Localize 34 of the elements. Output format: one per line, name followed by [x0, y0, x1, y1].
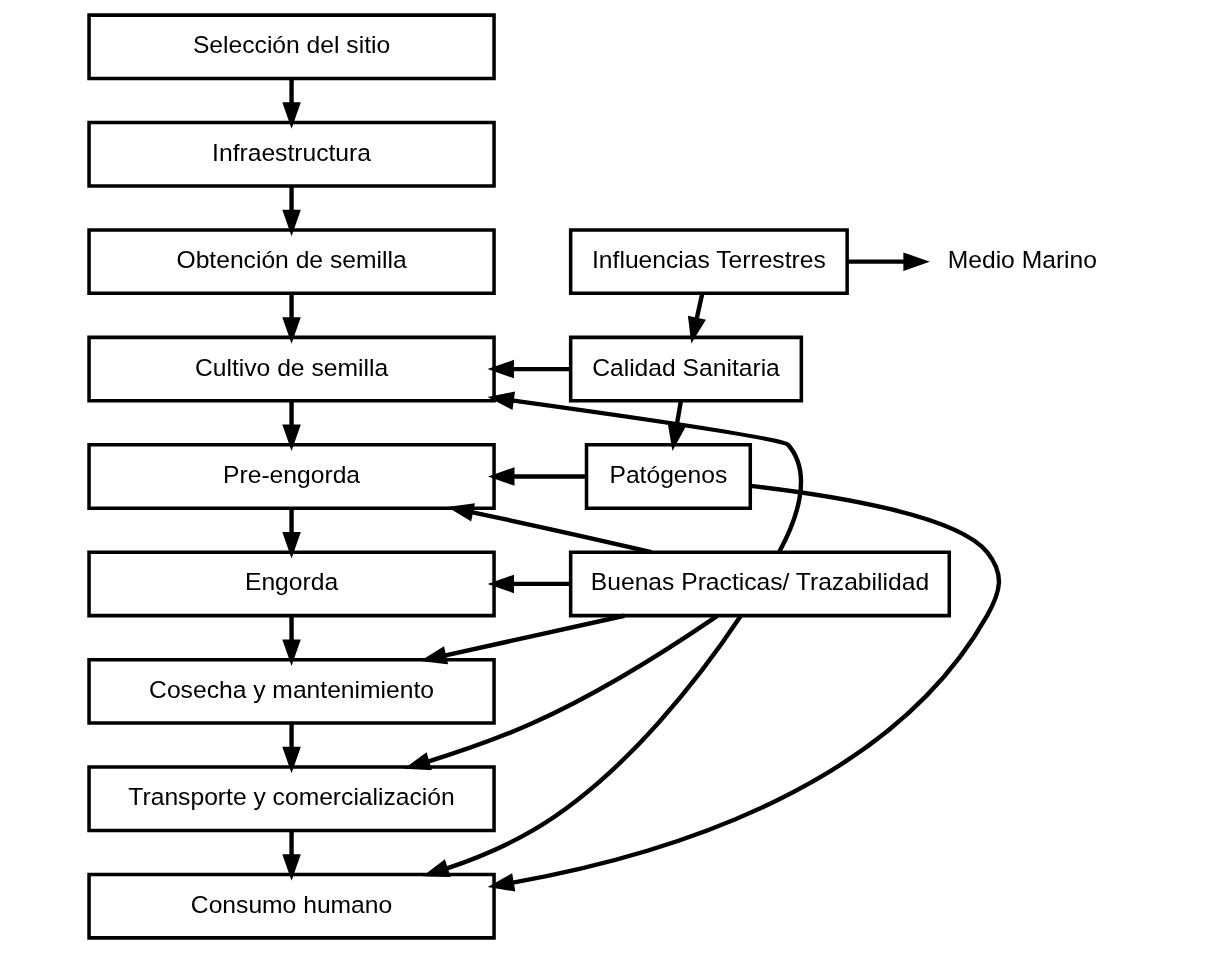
node-box: Infraestructura	[86, 120, 496, 188]
arrow	[487, 574, 570, 594]
node-box: Engorda	[86, 550, 496, 618]
arrow	[687, 293, 706, 344]
arrow	[422, 614, 743, 877]
arrow	[419, 613, 625, 665]
node-box: Cultivo de semilla	[86, 335, 496, 403]
node-text: Medio Marino	[947, 246, 1097, 274]
arrow	[403, 614, 719, 771]
node-box: Cosecha y mantenimiento	[86, 657, 496, 725]
node-box: Selección del sitio	[86, 13, 496, 81]
node-box: Calidad Sanitaria	[568, 335, 803, 403]
arrow	[487, 391, 803, 553]
arrow	[281, 508, 301, 559]
node-box: Obtención de semilla	[86, 228, 496, 296]
node-box: Influencias Terrestres	[568, 228, 849, 296]
arrow	[281, 723, 301, 774]
node-box: Consumo humano	[86, 872, 496, 940]
arrow	[846, 252, 930, 271]
node-box: Pre-engorda	[86, 443, 496, 510]
arrow	[487, 483, 1001, 892]
arrow	[281, 186, 301, 237]
arrow	[487, 467, 586, 486]
arrow	[281, 615, 301, 666]
arrow	[487, 359, 571, 379]
arrow	[281, 830, 301, 881]
arrow	[281, 293, 301, 344]
arrow	[667, 400, 686, 451]
arrow	[446, 503, 652, 555]
node-box: Buenas Practicas/ Trazabilidad	[568, 550, 951, 618]
node-box: Transporte y comercialización	[86, 765, 496, 833]
arrow	[281, 400, 301, 452]
arrow	[281, 78, 301, 129]
node-box: Patógenos	[584, 443, 752, 510]
